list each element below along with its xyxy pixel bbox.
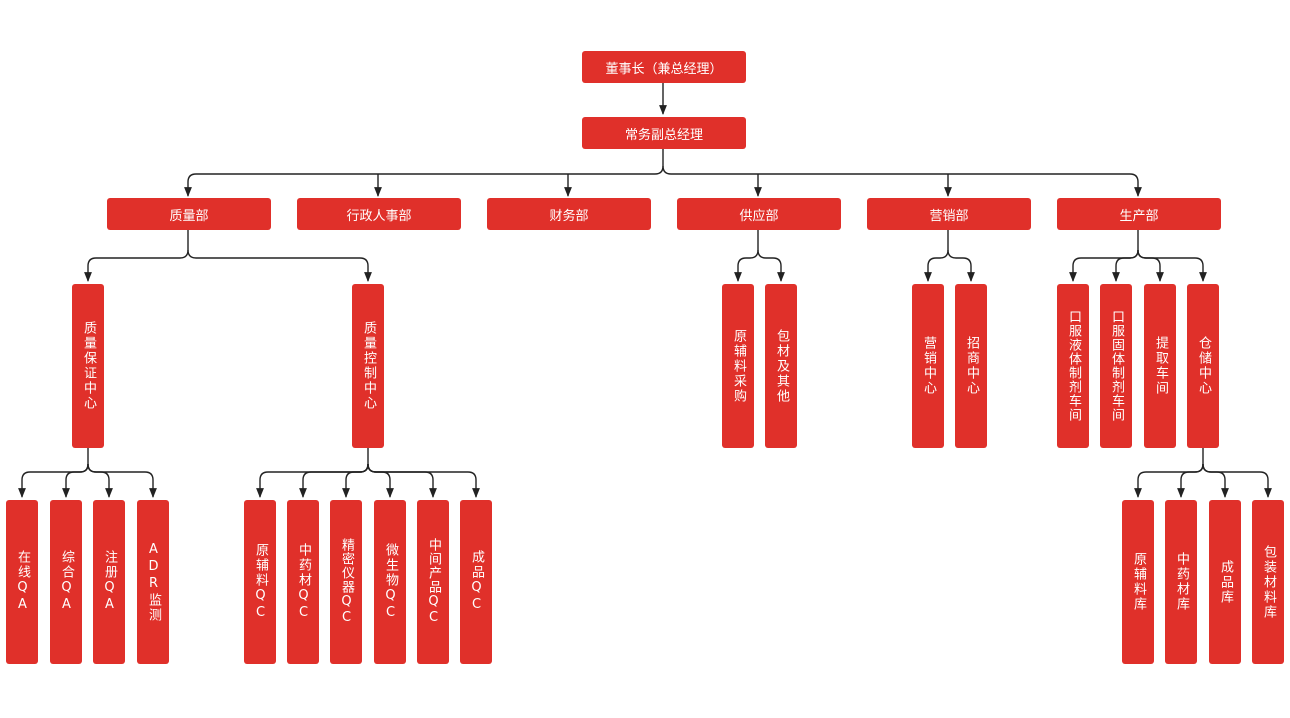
connectors-production-units: [1069, 230, 1207, 282]
qc-unit: 成品QC: [460, 500, 492, 664]
qc-unit: 微生物QC: [374, 500, 406, 664]
dept-admin-hr: 行政人事部: [297, 198, 461, 230]
qc-unit: 原辅料QC: [244, 500, 276, 664]
production-unit: 口服固体制剂车间: [1100, 284, 1132, 448]
connectors-supply-units: [734, 230, 785, 282]
marketing-unit: 营销中心: [912, 284, 944, 448]
dept-marketing: 营销部: [867, 198, 1031, 230]
warehouse-unit: 原辅料库: [1122, 500, 1154, 664]
dept-supply: 供应部: [677, 198, 841, 230]
marketing-unit: 招商中心: [955, 284, 987, 448]
qa-unit: 在线QA: [6, 500, 38, 664]
connectors-qa-units: [18, 448, 157, 498]
qa-unit: 注册QA: [93, 500, 125, 664]
supply-unit: 包材及其他: [765, 284, 797, 448]
qa-unit: 综合QA: [50, 500, 82, 664]
warehouse-unit: 中药材库: [1165, 500, 1197, 664]
production-unit: 提取车间: [1144, 284, 1176, 448]
warehouse-center: 仓储中心: [1187, 284, 1219, 448]
connectors-qc-units: [256, 448, 480, 498]
dept-quality: 质量部: [107, 198, 271, 230]
warehouse-unit: 成品库: [1209, 500, 1241, 664]
supply-unit: 原辅料采购: [722, 284, 754, 448]
connectors-warehouse-units: [1134, 448, 1272, 498]
qc-center: 质量控制中心: [352, 284, 384, 448]
qc-unit: 中间产品QC: [417, 500, 449, 664]
warehouse-unit: 包装材料库: [1252, 500, 1284, 664]
qc-unit: 精密仪器QC: [330, 500, 362, 664]
qc-unit: 中药材QC: [287, 500, 319, 664]
qa-unit: ADR监测: [137, 500, 169, 664]
connectors-quality-centers: [84, 230, 372, 282]
executive-vp-box: 常务副总经理: [582, 117, 746, 149]
qa-center: 质量保证中心: [72, 284, 104, 448]
chairman-box: 董事长（兼总经理）: [582, 51, 746, 83]
production-unit: 口服液体制剂车间: [1057, 284, 1089, 448]
connectors-evp-departments: [184, 149, 1142, 197]
dept-production: 生产部: [1057, 198, 1221, 230]
dept-finance: 财务部: [487, 198, 651, 230]
connectors-marketing-units: [924, 230, 975, 282]
